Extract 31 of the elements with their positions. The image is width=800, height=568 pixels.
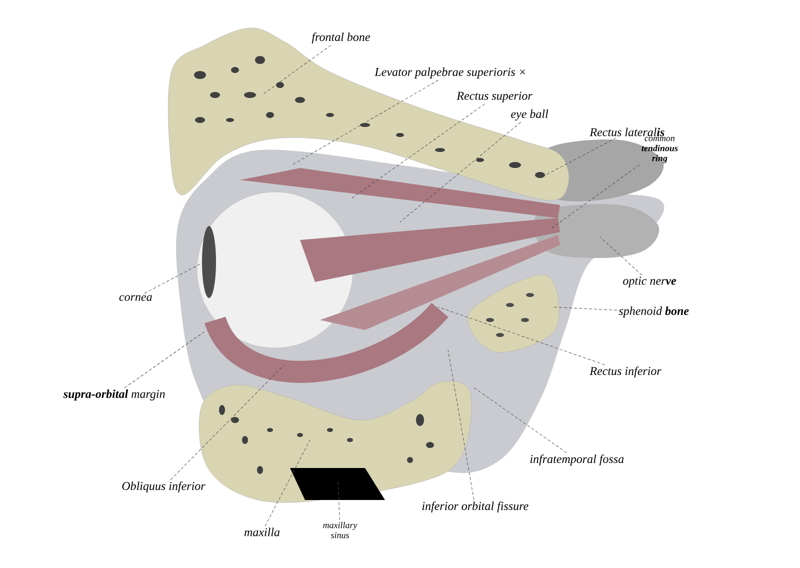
leader-line: [144, 262, 204, 294]
leader-line: [552, 306, 618, 310]
label-text: common tendinous ring: [642, 136, 678, 164]
label-text: eye ball: [511, 110, 548, 120]
leader-line: [472, 386, 567, 454]
label-text: cornea: [119, 295, 152, 301]
label-text: frontal bone: [312, 32, 370, 44]
leader-line: [292, 80, 439, 166]
label-text: Levator palpebrae superioris ×: [374, 68, 525, 78]
leader-line: [338, 480, 340, 520]
label-text: maxilla: [244, 528, 280, 536]
label-text: Obliquus inferior: [122, 482, 206, 492]
leader-line: [448, 350, 474, 500]
leader-line: [352, 104, 485, 198]
leader-line: [400, 122, 522, 222]
label-text: infratemporal fossa: [530, 454, 624, 466]
leader-line: [170, 364, 284, 480]
label-text: sphenoid bone: [618, 306, 689, 318]
leader-line: [552, 164, 640, 228]
label-text: optic nerve: [623, 276, 676, 288]
leader-line: [438, 306, 606, 366]
leader-line: [264, 440, 310, 526]
label-text: Rectus inferior: [590, 366, 662, 378]
leader-line: [124, 332, 204, 388]
label-text: Rectus lateralis: [590, 128, 664, 136]
label-text: supra-orbital margin: [63, 390, 165, 400]
label-text: maxillary sinus: [323, 522, 358, 538]
leader-line: [262, 44, 332, 96]
label-text: inferior orbital fissure: [422, 502, 528, 512]
leader-line: [600, 236, 642, 276]
label-text: Rectus superior: [456, 92, 532, 102]
